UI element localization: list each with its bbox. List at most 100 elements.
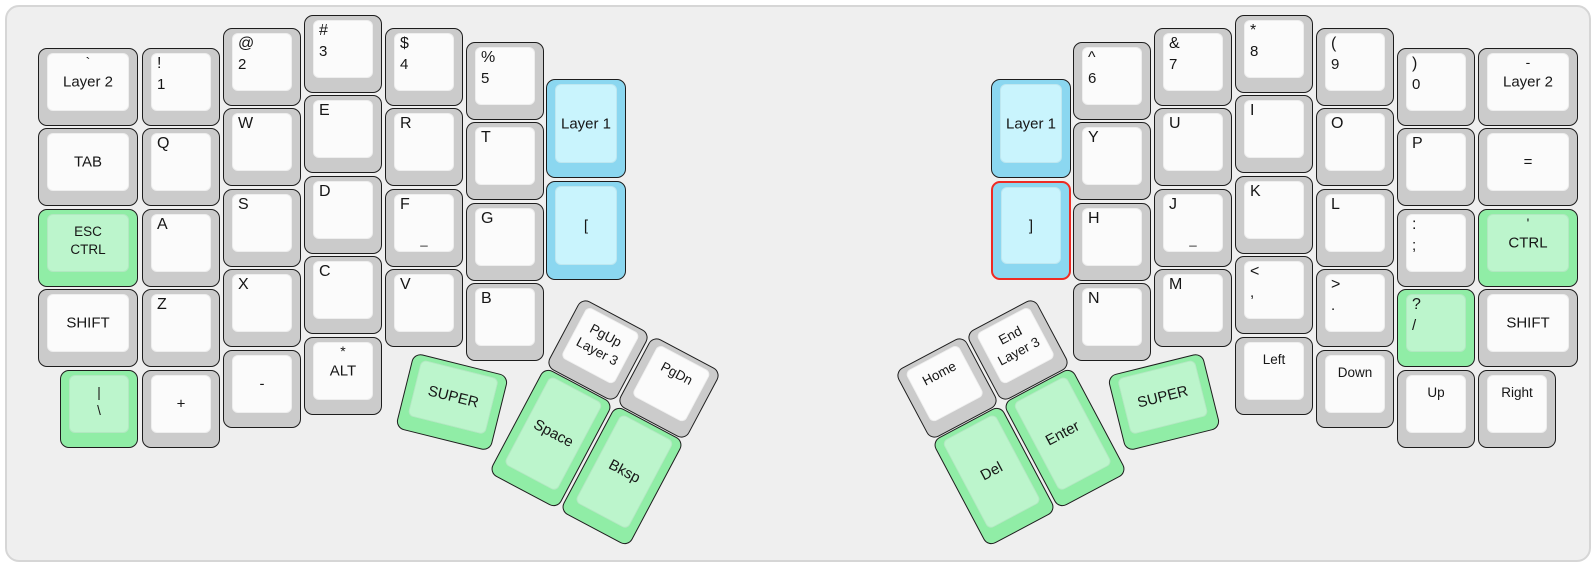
key-t[interactable]: T (466, 122, 544, 200)
key-label: _ (1189, 232, 1197, 248)
key-star-alt[interactable]: *ALT (304, 337, 382, 415)
key-paren-0[interactable]: )0 (1397, 48, 1475, 126)
key-q[interactable]: Q (142, 128, 220, 206)
key-tab[interactable]: TAB (38, 128, 138, 206)
key-l[interactable]: L (1316, 189, 1394, 267)
keycap-face: Left (1244, 342, 1304, 400)
key-dollar-4[interactable]: $4 (385, 28, 463, 106)
keycap-face: + (151, 375, 211, 433)
key-label: 1 (157, 76, 166, 94)
key-arrow-right[interactable]: Right (1478, 370, 1556, 448)
keycap-face: *ALT (313, 342, 373, 400)
key-asterisk-8[interactable]: *8 (1235, 15, 1313, 93)
key-u[interactable]: U (1154, 108, 1232, 186)
key-rbracket[interactable]: ] (991, 181, 1071, 280)
key-f[interactable]: F_ (385, 189, 463, 267)
key-super-left[interactable]: SUPER (395, 352, 509, 452)
key-at-2[interactable]: @2 (223, 28, 301, 106)
key-label: 7 (1169, 56, 1178, 74)
key-label: # (319, 22, 328, 39)
key-d[interactable]: D (304, 176, 382, 254)
key-label: CTRL (1508, 234, 1548, 252)
keycap-face: ' CTRL (1487, 214, 1569, 272)
key-v[interactable]: V (385, 269, 463, 347)
key-colon-semi[interactable]: :; (1397, 209, 1475, 287)
key-label: ( (1331, 35, 1337, 52)
key-equals[interactable]: = (1478, 128, 1578, 206)
key-x[interactable]: X (223, 269, 301, 347)
key-e[interactable]: E (304, 95, 382, 173)
key-arrow-down[interactable]: Down (1316, 350, 1394, 428)
key-label: V (400, 276, 411, 293)
key-hash-3[interactable]: #3 (304, 15, 382, 93)
key-w[interactable]: W (223, 108, 301, 186)
key-label: ! (157, 55, 162, 72)
key-label: O (1331, 115, 1344, 132)
key-percent-5[interactable]: %5 (466, 42, 544, 120)
key-pipe-backslash[interactable]: |\ (60, 370, 138, 448)
key-plus[interactable]: + (142, 370, 220, 448)
key-label: | (97, 384, 101, 400)
key-label: \ (97, 402, 101, 418)
key-y[interactable]: Y (1073, 122, 1151, 200)
key-c[interactable]: C (304, 256, 382, 334)
keycap-face: ?/ (1406, 294, 1466, 352)
keycap-face: SHIFT (1487, 294, 1569, 352)
key-label: ' (1526, 215, 1530, 231)
key-question-slash[interactable]: ?/ (1397, 289, 1475, 367)
key-g[interactable]: G (466, 203, 544, 281)
key-shift-left[interactable]: SHIFT (38, 289, 138, 367)
key-caret-6[interactable]: ^6 (1073, 42, 1151, 120)
keycap-face: Layer 1 (1000, 84, 1062, 163)
key-gt-period[interactable]: >. (1316, 269, 1394, 347)
key-minus[interactable]: - (223, 350, 301, 428)
keycap-face: ^6 (1082, 47, 1142, 105)
key-super-right[interactable]: SUPER (1107, 352, 1221, 452)
key-b[interactable]: B (466, 283, 544, 361)
key-label: Down (1337, 364, 1373, 380)
key-z[interactable]: Z (142, 289, 220, 367)
key-i[interactable]: I (1235, 95, 1313, 173)
key-k[interactable]: K (1235, 176, 1313, 254)
key-arrow-left[interactable]: Left (1235, 337, 1313, 415)
key-quote-ctrl[interactable]: ' CTRL (1478, 209, 1578, 287)
keycap-face: K (1244, 181, 1304, 239)
key-j[interactable]: J_ (1154, 189, 1232, 267)
key-a[interactable]: A (142, 209, 220, 287)
key-arrow-up[interactable]: Up (1397, 370, 1475, 448)
key-label: ALT (329, 362, 357, 380)
key-layer1-left[interactable]: Layer 1 (546, 79, 626, 178)
keycap-face: Layer 1 (555, 84, 617, 163)
key-m[interactable]: M (1154, 269, 1232, 347)
key-lbracket[interactable]: [ (546, 181, 626, 280)
key-label: K (1250, 183, 1261, 200)
key-label: SHIFT (66, 314, 110, 332)
key-layer2-left[interactable]: `Layer 2 (38, 48, 138, 126)
key-label: E (319, 102, 330, 119)
key-paren-9[interactable]: (9 (1316, 28, 1394, 106)
key-amp-7[interactable]: &7 (1154, 28, 1232, 106)
key-shift-right[interactable]: SHIFT (1478, 289, 1578, 367)
key-label: Home (919, 358, 959, 389)
key-layer1-right[interactable]: Layer 1 (991, 79, 1071, 178)
key-h[interactable]: H (1073, 203, 1151, 281)
key-label: I (1250, 102, 1255, 119)
keycap-face: F_ (394, 194, 454, 252)
key-label: ; (1412, 237, 1417, 255)
key-s[interactable]: S (223, 189, 301, 267)
keycap-face: D (313, 181, 373, 239)
key-label: , (1250, 284, 1255, 302)
key-layer2-right[interactable]: -Layer 2 (1478, 48, 1578, 126)
key-n[interactable]: N (1073, 283, 1151, 361)
keycap-face: Y (1082, 127, 1142, 185)
key-label: CTRL (70, 241, 106, 257)
key-label: - (259, 375, 265, 393)
keycap-face: !1 (151, 53, 211, 111)
key-p[interactable]: P (1397, 128, 1475, 206)
key-exclam-1[interactable]: !1 (142, 48, 220, 126)
key-label: 2 (238, 56, 247, 74)
key-o[interactable]: O (1316, 108, 1394, 186)
key-lt-comma[interactable]: <, (1235, 256, 1313, 334)
key-r[interactable]: R (385, 108, 463, 186)
